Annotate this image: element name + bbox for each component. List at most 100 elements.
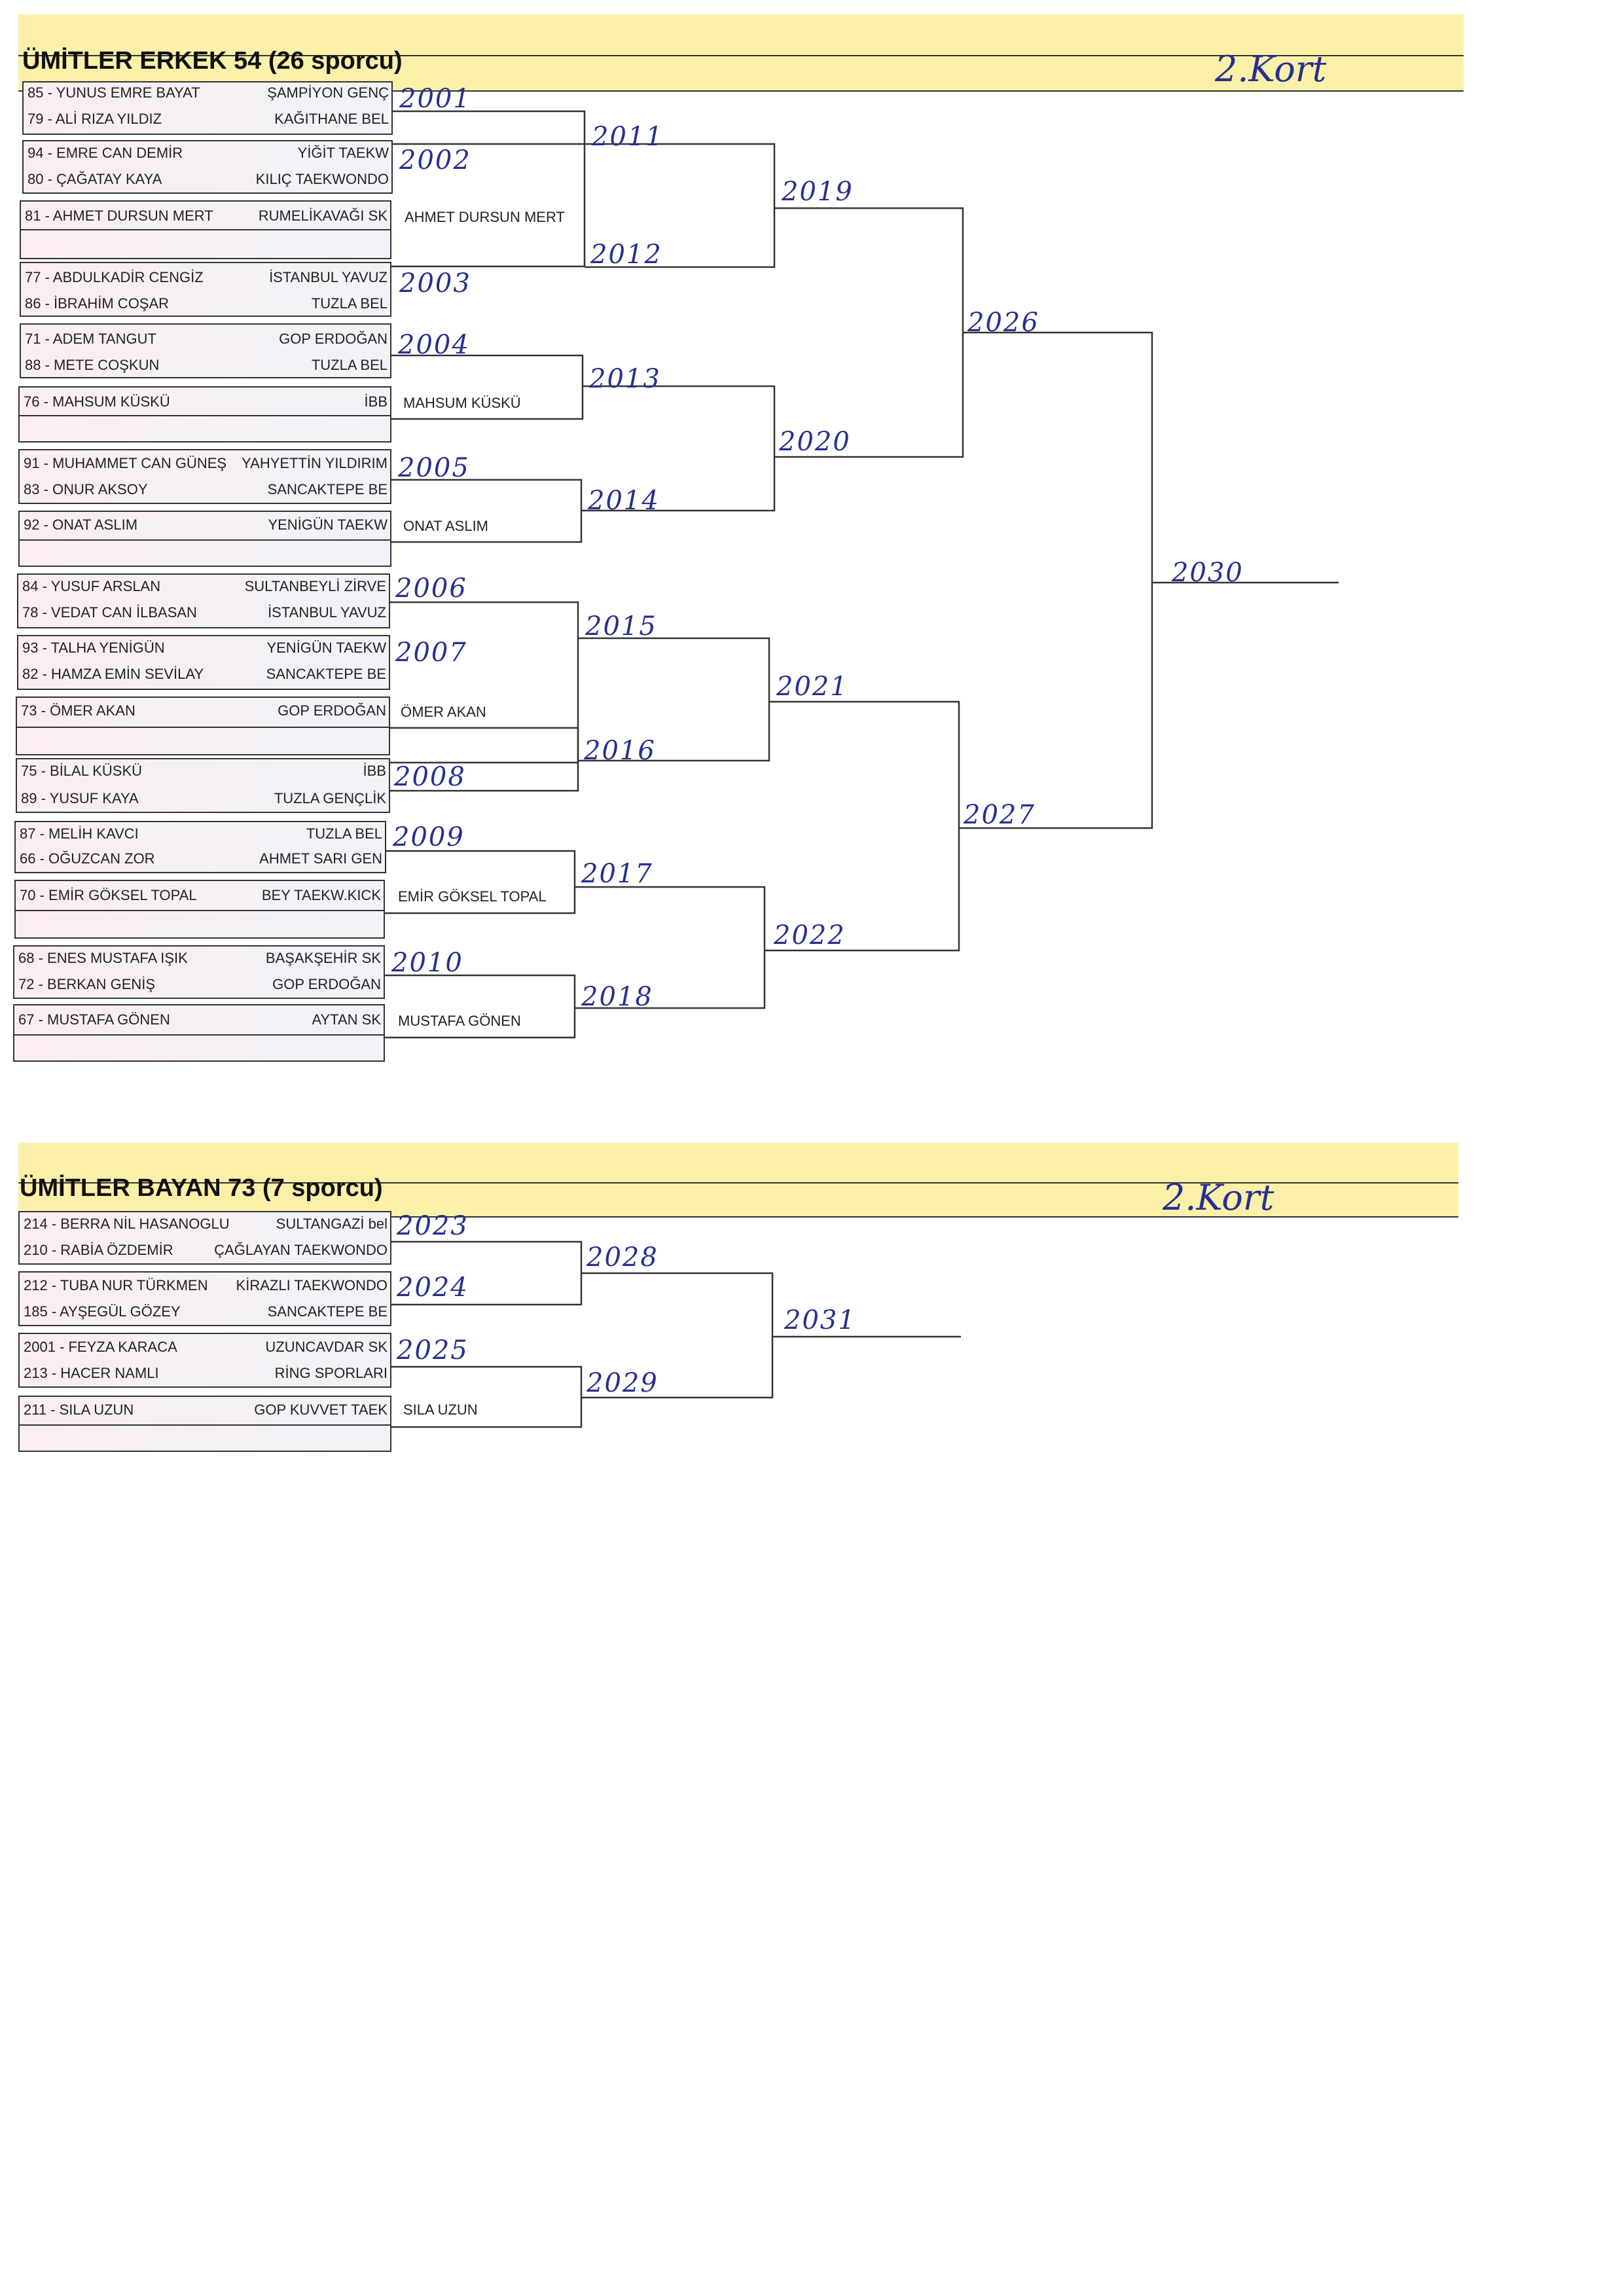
player-name: 214 - BERRA NİL HASANOGLU [24,1216,230,1232]
player-box [17,635,390,690]
player-club: SANCAKTEPE BE [266,666,386,682]
player-club: TUZLA BEL [311,357,388,373]
bye-winner: ÖMER AKAN [401,704,486,720]
player-box [13,945,385,999]
match-number: 2004 [398,330,470,360]
bracket-line [385,850,576,914]
match-number: 2009 [393,822,465,852]
player-box [20,262,391,317]
bye-winner: MUSTAFA GÖNEN [398,1013,521,1029]
match-number: 2021 [776,672,848,702]
match-number: 2014 [588,486,660,516]
match-number: 2026 [967,308,1039,338]
player-row: 214 - BERRA NİL HASANOGLU SULTANGAZİ bel [18,1211,391,1237]
section-title: ÜMİTLER BAYAN 73 (7 sporcu) [20,1174,383,1202]
player-box [18,1271,391,1326]
match-number: 2024 [397,1273,469,1303]
player-club: GOP ERDOĞAN [279,331,388,347]
player-name: 71 - ADEM TANGUT [25,331,156,347]
player-club: RUMELİKAVAĞI SK [258,208,388,224]
player-club: GOP ERDOĞAN [272,976,381,992]
player-row: 88 - METE COŞKUN TUZLA BEL [20,352,391,378]
bracket-line [765,700,960,952]
player-club: AHMET SARI GEN [259,850,382,867]
player-name: 77 - ABDULKADİR CENGİZ [25,269,204,285]
player-name: 185 - AYŞEGÜL GÖZEY [24,1303,181,1320]
player-club: YİĞİT TAEKW [297,145,389,161]
bye-winner: SILA UZUN [403,1401,478,1418]
bracket-line [390,727,579,792]
player-box [22,81,393,135]
player-row: 2001 - FEYZA KARACA UZUNCAVDAR SK [18,1334,391,1360]
player-club: SULTANGAZİ bel [276,1216,388,1232]
player-name: 67 - MUSTAFA GÖNEN [18,1011,170,1028]
player-name: 78 - VEDAT CAN İLBASAN [22,604,197,621]
player-club: GOP KUVVET TAEK [254,1401,388,1418]
match-number: 2016 [584,736,656,766]
header-rule [18,1216,1458,1218]
player-box [16,696,390,755]
player-name: 73 - ÖMER AKAN [21,702,135,719]
player-club: GOP ERDOĞAN [278,702,386,719]
player-name: 80 - ÇAĞATAY KAYA [27,171,162,187]
player-row: 82 - HAMZA EMİN SEVİLAY SANCAKTEPE BE [17,661,390,687]
player-box [14,821,386,873]
bracket-line [390,601,579,764]
player-name: 88 - METE COŞKUN [25,357,160,373]
player-club: YENİGÜN TAEKW [266,640,386,656]
bracket-line [959,331,1153,829]
player-club: SANCAKTEPE BE [267,481,388,497]
match-number: 2013 [589,364,661,394]
section-header-band [18,1143,1458,1218]
player-name: 86 - İBRAHİM COŞAR [25,295,170,312]
player-row: 83 - ONUR AKSOY SANCAKTEPE BE [18,477,391,503]
player-name: 91 - MUHAMMET CAN GÜNEŞ [24,455,227,471]
player-name: 75 - BİLAL KÜSKÜ [21,763,143,779]
court-note: 2.Kort [1215,48,1327,90]
player-row: 77 - ABDULKADİR CENGİZ İSTANBUL YAVUZ [20,264,391,291]
player-club: UZUNCAVDAR SK [265,1339,388,1355]
row-divider [18,539,391,541]
player-name: 82 - HAMZA EMİN SEVİLAY [22,666,204,682]
player-box [18,1333,391,1388]
header-rule [18,90,1464,92]
player-club: TUZLA GENÇLİK [274,790,386,806]
section-header-band [18,14,1464,92]
match-number: 2011 [592,122,664,152]
player-name: 68 - ENES MUSTAFA IŞIK [18,950,188,966]
player-club: TUZLA BEL [311,295,388,312]
player-name: 2001 - FEYZA KARACA [24,1339,177,1355]
bracket-line [578,637,770,762]
player-box [18,1396,391,1452]
match-number: 2006 [395,573,467,604]
player-name: 76 - MAHSUM KÜSKÜ [24,393,170,410]
player-club: İSTANBUL YAVUZ [269,269,388,285]
player-name: 83 - ONUR AKSOY [24,481,148,497]
match-number: 2027 [964,800,1036,830]
bracket-line [581,385,776,512]
player-row: 73 - ÖMER AKAN GOP ERDOĞAN [16,698,390,724]
player-name: 72 - BERKAN GENİŞ [18,976,156,992]
match-number: 2018 [581,982,653,1012]
bracket-line [585,143,776,268]
player-box [13,1004,385,1062]
court-note: 2.Kort [1163,1177,1274,1218]
bracket-line [391,110,586,268]
bye-winner: MAHSUM KÜSKÜ [403,395,521,411]
row-divider [16,727,390,728]
player-box [18,386,391,443]
player-club: KILIÇ TAEKWONDO [255,171,389,187]
